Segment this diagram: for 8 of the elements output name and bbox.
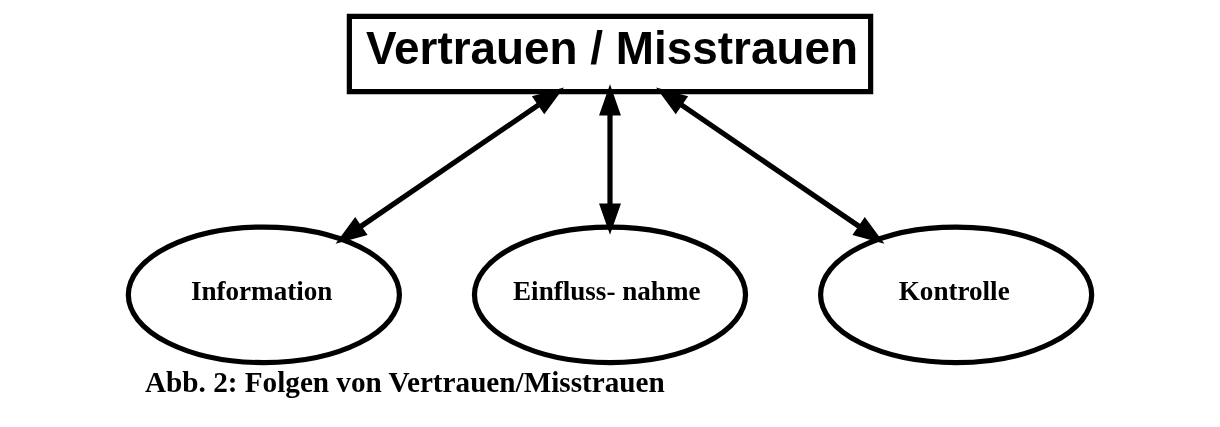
caption: Abb. 2: Folgen von Vertrauen/Misstrauen: [145, 366, 665, 399]
node-ellipse: Kontrolle: [818, 224, 1095, 366]
node-box: Vertrauen / Misstrauen: [346, 13, 874, 95]
node-ellipse: Information: [125, 224, 402, 366]
arrow: [599, 84, 621, 235]
arrow: [335, 87, 564, 244]
arrow: [656, 87, 885, 244]
node-ellipse: Einfluss- nahme: [471, 224, 749, 366]
